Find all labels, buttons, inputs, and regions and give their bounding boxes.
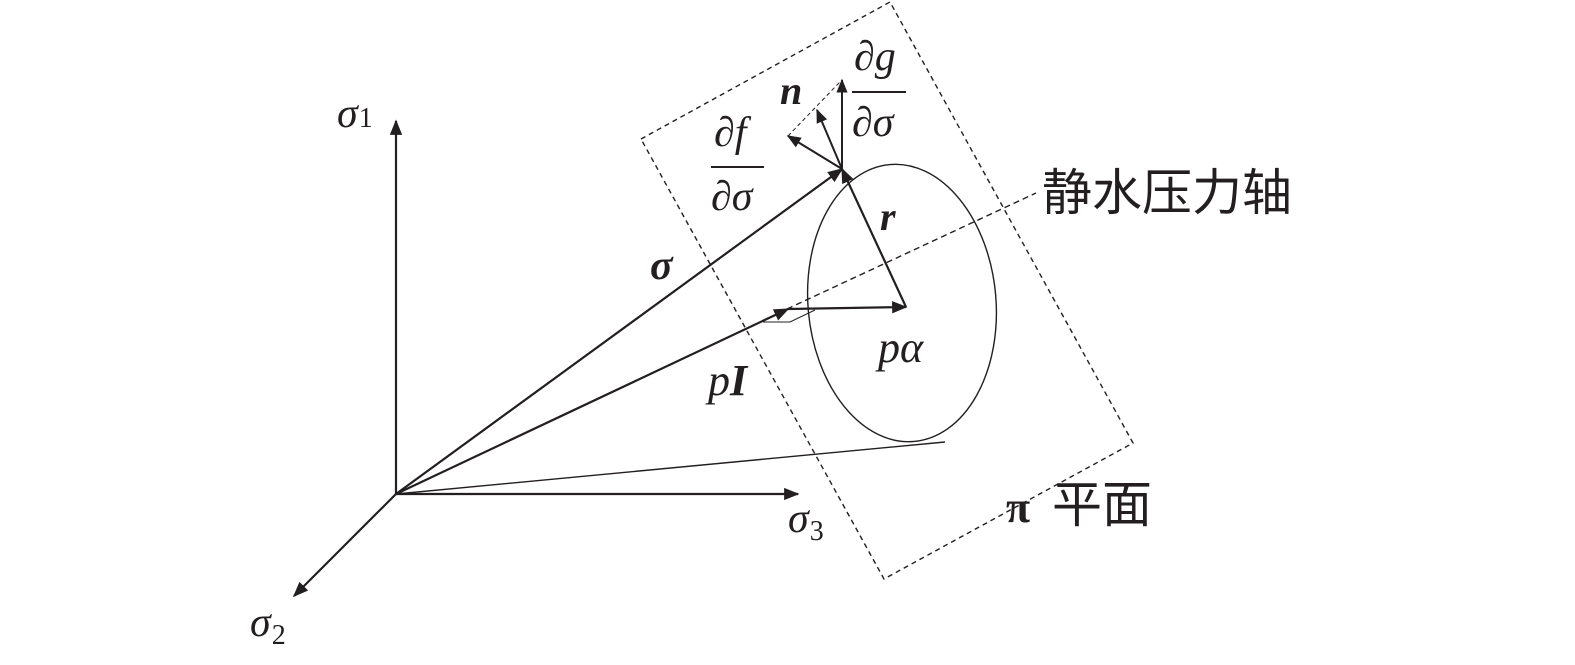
stress-vector xyxy=(395,168,844,495)
dg-dsigma-label: ∂g ∂σ xyxy=(852,34,906,146)
df-dsigma-denominator: ∂σ xyxy=(711,174,755,220)
pi-plane-outline xyxy=(640,1,1134,580)
pi-plane-text: 平面 xyxy=(1052,476,1152,534)
axis-sigma3-label: σ3 xyxy=(788,496,824,547)
hydrostatic-axis-label: 静水压力轴 xyxy=(1042,164,1292,222)
axis-sigma2-label: σ2 xyxy=(250,600,286,651)
df-dsigma-vector xyxy=(786,135,843,170)
axis-sigma2 xyxy=(292,493,397,598)
yield-surface-ellipse xyxy=(806,163,998,443)
cone-generator-line xyxy=(395,441,946,495)
hydrostatic-axis-line xyxy=(786,192,1037,310)
hydrostatic-vector-label: pI xyxy=(705,356,749,405)
deviatoric-vector xyxy=(841,167,907,308)
dg-dsigma-numerator: ∂g xyxy=(854,34,896,80)
pi-plane-label: π 平面 xyxy=(1006,476,1152,534)
df-dsigma-numerator: ∂f xyxy=(714,110,752,156)
pi-plane-symbol: π xyxy=(1006,483,1030,532)
normal-vector xyxy=(816,108,843,170)
axis-sigma1-label: σ1 xyxy=(337,91,373,137)
df-dsigma-label: ∂f ∂σ xyxy=(711,110,764,220)
alpha-vector-label: pα xyxy=(875,323,924,372)
deviatoric-vector-label: r xyxy=(880,194,896,239)
stress-vector-label: σ xyxy=(650,243,674,289)
alpha-construction-lines xyxy=(763,309,816,323)
alpha-vector xyxy=(787,301,908,314)
hydrostatic-vector xyxy=(395,308,790,495)
gradient-construction-lines xyxy=(787,79,843,137)
dg-dsigma-denominator: ∂σ xyxy=(852,100,896,146)
normal-vector-label: n xyxy=(780,68,802,113)
